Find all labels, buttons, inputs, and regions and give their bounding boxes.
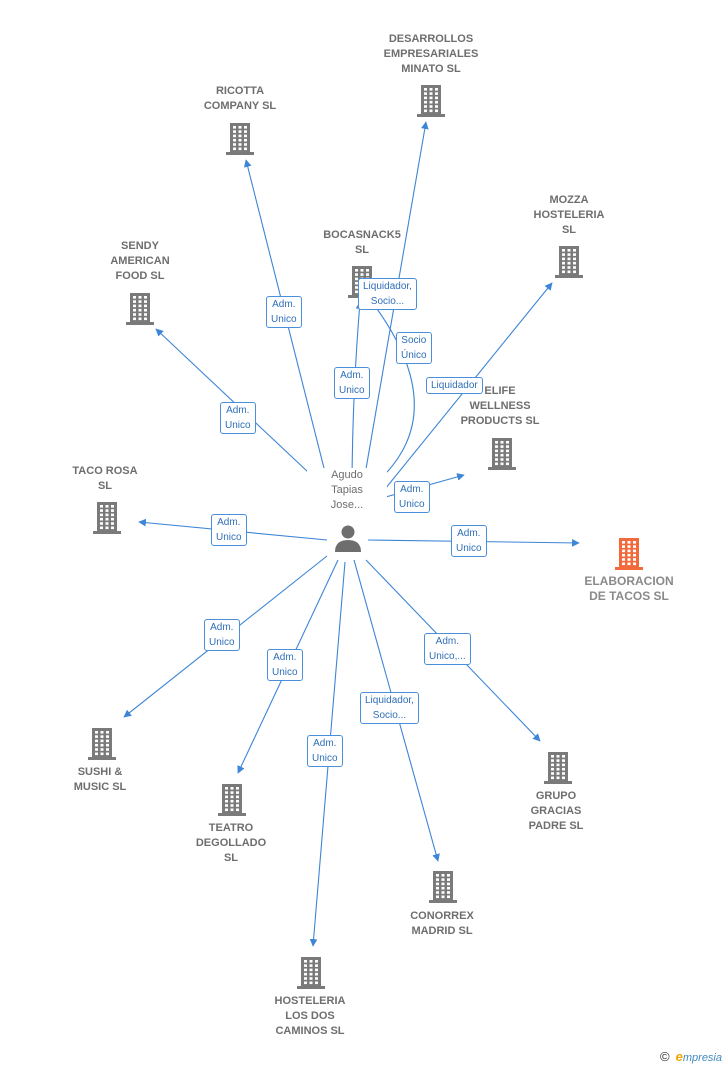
footer-brand[interactable]: © empresia <box>660 1049 722 1064</box>
building-icon[interactable] <box>226 123 254 155</box>
company-label-bocasnack[interactable]: BOCASNACK5 SL <box>323 229 401 256</box>
company-label-teatro[interactable]: TEATRO DEGOLLADO SL <box>195 822 267 864</box>
building-icon[interactable] <box>429 871 457 903</box>
person-icon[interactable] <box>335 525 361 553</box>
edge-label-teatro[interactable]: Adm. Unico <box>267 649 303 681</box>
edge-label-ricotta[interactable]: Adm. Unico <box>266 296 302 328</box>
company-label-ricotta[interactable]: RICOTTA COMPANY SL <box>203 85 277 112</box>
company-label-desarrollos[interactable]: DESARROLLOS EMPRESARIALES MINATO SL <box>383 33 479 75</box>
building-icon[interactable] <box>93 502 121 534</box>
edge-label-bocasnack[interactable]: Socio Único <box>396 332 432 364</box>
edge-line-mozza <box>367 282 553 511</box>
building-icon[interactable] <box>297 957 325 989</box>
edge-label-mozza[interactable]: Liquidador <box>426 377 483 394</box>
edge-label-bocasnack[interactable]: Liquidador, Socio... <box>358 278 417 310</box>
center-person-name[interactable]: Agudo Tapias Jose... <box>307 468 387 513</box>
edge-label-sushi[interactable]: Adm. Unico <box>204 619 240 651</box>
edge-label-hosteleria[interactable]: Adm. Unico <box>307 735 343 767</box>
company-label-hosteleria[interactable]: HOSTELERIA LOS DOS CAMINOS SL <box>274 995 346 1037</box>
company-label-sendy[interactable]: SENDY AMERICAN FOOD SL <box>110 240 170 282</box>
building-icon[interactable] <box>555 246 583 278</box>
building-icon[interactable] <box>88 728 116 760</box>
edge-label-elaboracion[interactable]: Adm. Unico <box>451 525 487 557</box>
edge-label-elife[interactable]: Adm. Unico <box>394 481 430 513</box>
copyright-symbol: © <box>660 1049 670 1064</box>
company-label-elife[interactable]: ELIFE WELLNESS PRODUCTS SL <box>460 385 540 427</box>
company-label-grupo[interactable]: GRUPO GRACIAS PADRE SL <box>528 790 584 832</box>
building-icon[interactable] <box>417 85 445 117</box>
company-label-mozza[interactable]: MOZZA HOSTELERIA SL <box>533 194 605 236</box>
company-label-sushi[interactable]: SUSHI & MUSIC SL <box>73 766 127 793</box>
edge-label-conorrex[interactable]: Liquidador, Socio... <box>360 692 419 724</box>
building-icon[interactable] <box>488 438 516 470</box>
building-icon[interactable] <box>544 752 572 784</box>
brand-initial: e <box>675 1049 683 1064</box>
building-icon[interactable] <box>126 293 154 325</box>
company-label-conorrex[interactable]: CONORREX MADRID SL <box>410 910 474 937</box>
building-icon[interactable] <box>615 538 643 570</box>
edge-label-grupo[interactable]: Adm. Unico,... <box>424 633 471 665</box>
edge-label-sendy[interactable]: Adm. Unico <box>220 402 256 434</box>
brand-name: mpresia <box>682 1052 722 1064</box>
company-label-tacorosa[interactable]: TACO ROSA SL <box>72 465 138 492</box>
building-icon[interactable] <box>218 784 246 816</box>
edge-label-desarrollos[interactable]: Adm. Unico <box>334 367 370 399</box>
company-label-elaboracion[interactable]: ELABORACION DE TACOS SL <box>584 574 674 603</box>
edge-label-tacorosa[interactable]: Adm. Unico <box>211 514 247 546</box>
